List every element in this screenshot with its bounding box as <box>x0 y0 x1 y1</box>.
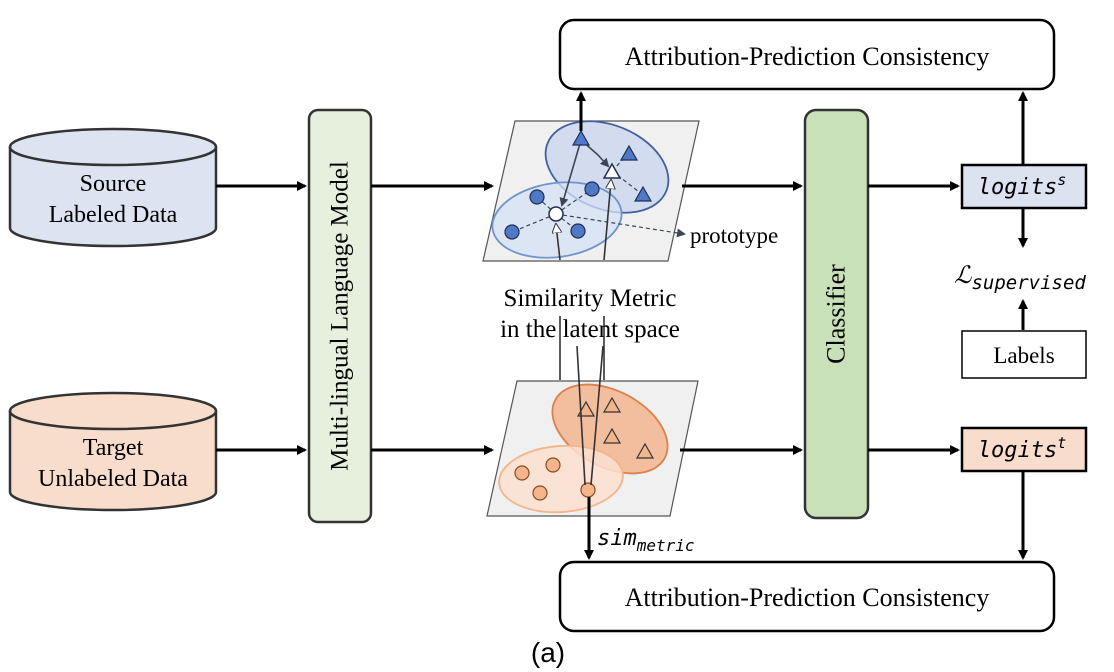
labels-label: Labels <box>993 343 1054 368</box>
flow-arrows <box>216 91 1028 560</box>
labels-box: Labels <box>961 330 1087 379</box>
sim-metric-label: simmetric <box>597 526 695 555</box>
apc-top-box: Attribution-Prediction Consistency <box>558 18 1056 91</box>
source-db-line2: Labeled Data <box>49 202 178 228</box>
mlm-label: Multi-lingual Language Model <box>327 161 354 471</box>
logits-source-box: logitss <box>960 163 1088 210</box>
classifier-label: Classifier <box>822 264 851 364</box>
source-database: Source Labeled Data <box>8 127 218 248</box>
source-class-triangles <box>571 129 653 202</box>
source-prototype-triangle <box>602 162 622 179</box>
target-db-line1: Target <box>83 435 144 461</box>
similarity-arrows <box>556 181 611 486</box>
apc-bottom-label: Attribution-Prediction Consistency <box>625 583 990 612</box>
latent-space-source <box>482 120 700 262</box>
prototype-label: prototype <box>690 223 778 248</box>
similarity-label-line1: Similarity Metric <box>504 285 677 312</box>
source-prototype-circle <box>548 206 564 222</box>
supervised-loss: ℒsupervised <box>954 263 1086 294</box>
target-class-triangles <box>576 396 655 459</box>
latent-space-target <box>486 380 699 517</box>
figure-caption: (a) <box>531 637 565 668</box>
logits-target-label: logitst <box>978 434 1067 463</box>
apc-bottom-box: Attribution-Prediction Consistency <box>558 560 1056 633</box>
apc-top-label: Attribution-Prediction Consistency <box>625 42 990 71</box>
mlm-block: Multi-lingual Language Model <box>307 108 373 524</box>
source-class-circles <box>504 181 600 240</box>
target-class-circles <box>514 457 596 501</box>
logits-source-label: logitss <box>978 171 1067 200</box>
classifier-block: Classifier <box>803 108 870 520</box>
source-db-line1: Source <box>80 171 147 197</box>
similarity-label-line2: in the latent space <box>500 316 680 343</box>
logits-target-box: logitst <box>960 426 1088 473</box>
target-database: Target Unlabeled Data <box>8 391 218 512</box>
target-db-line2: Unlabeled Data <box>38 466 188 492</box>
